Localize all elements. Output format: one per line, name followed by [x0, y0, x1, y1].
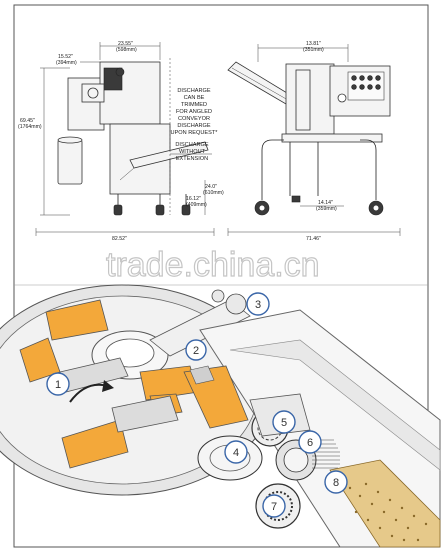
note-discharge-trim: DISCHARGE CAN BE TRIMMED FOR ANGLED CONV… — [171, 88, 219, 136]
dim-left-top-mm: (394mm) — [56, 60, 77, 66]
front-view-right: 13.81" (351mm) 14.14" (359mm) 71.4 — [227, 41, 401, 242]
dim-right-b: 16.12" — [186, 196, 201, 202]
dim-base: 14.14" — [318, 200, 333, 206]
watermark: trade.china.cn — [106, 246, 320, 284]
side-view-left: 23.55" (598mm) 15.52" (394mm) 69.45" (17… — [18, 41, 224, 242]
callout-6: 6 — [298, 430, 322, 454]
dim-base-mm: (359mm) — [316, 206, 337, 212]
callout-2: 2 — [185, 339, 207, 361]
callout-8: 8 — [324, 470, 348, 494]
svg-text:1: 1 — [55, 379, 61, 391]
dim-top-right-mm: (351mm) — [303, 47, 324, 53]
paddle-1 — [45, 299, 109, 341]
svg-text:5: 5 — [281, 417, 287, 429]
svg-text:DISCHARGE: DISCHARGE — [177, 123, 211, 129]
outer-frame — [13, 4, 429, 548]
dim-right-a: 24.0" — [205, 184, 217, 190]
svg-text:CONVEYOR: CONVEYOR — [178, 116, 210, 122]
dim-height: 69.45" — [20, 118, 35, 124]
callout-5: 5 — [272, 410, 296, 434]
cutting-assembly: 1 2 3 4 5 6 7 8 — [0, 284, 441, 548]
svg-text:CAN BE: CAN BE — [184, 95, 205, 101]
svg-text:4: 4 — [233, 447, 239, 459]
svg-text:6: 6 — [307, 437, 313, 449]
dim-bottom-left: 82.52" — [112, 236, 127, 242]
svg-text:3: 3 — [255, 299, 261, 311]
svg-text:WITHOUT: WITHOUT — [179, 149, 206, 155]
discharge-chute — [129, 141, 209, 169]
callout-3: 3 — [246, 292, 270, 316]
dim-right-b-mm: (409mm) — [186, 202, 207, 208]
dim-top-left: 23.55" — [118, 41, 133, 47]
dim-right-a-mm: (610mm) — [203, 190, 224, 196]
infeed-conveyor — [227, 61, 293, 105]
svg-text:FOR ANGLED: FOR ANGLED — [176, 109, 212, 115]
dim-left-top: 15.52" — [58, 54, 73, 60]
svg-text:7: 7 — [271, 501, 277, 513]
svg-text:DISCHARGE: DISCHARGE — [175, 142, 209, 148]
svg-text:DISCHARGE: DISCHARGE — [177, 88, 211, 94]
dim-top-right: 13.81" — [306, 41, 321, 47]
dim-bottom-right: 71.46" — [306, 236, 321, 242]
callout-4: 4 — [224, 440, 248, 464]
svg-text:2: 2 — [193, 345, 199, 357]
svg-text:UPON REQUEST*: UPON REQUEST* — [171, 130, 219, 136]
dim-top-left-mm: (598mm) — [116, 47, 137, 53]
svg-text:TRIMMED: TRIMMED — [181, 102, 207, 108]
svg-text:8: 8 — [333, 477, 339, 489]
dim-height-mm: (1764mm) — [18, 124, 42, 130]
svg-text:EXTENSION: EXTENSION — [176, 156, 208, 162]
callout-1: 1 — [46, 372, 70, 396]
paddle-3 — [61, 419, 129, 469]
drive-shaft — [149, 299, 251, 357]
cylinder-left — [57, 139, 83, 185]
callout-7: 7 — [262, 494, 286, 518]
note-discharge-extension: DISCHARGE WITHOUT EXTENSION — [170, 142, 212, 162]
diced-product — [329, 459, 441, 548]
